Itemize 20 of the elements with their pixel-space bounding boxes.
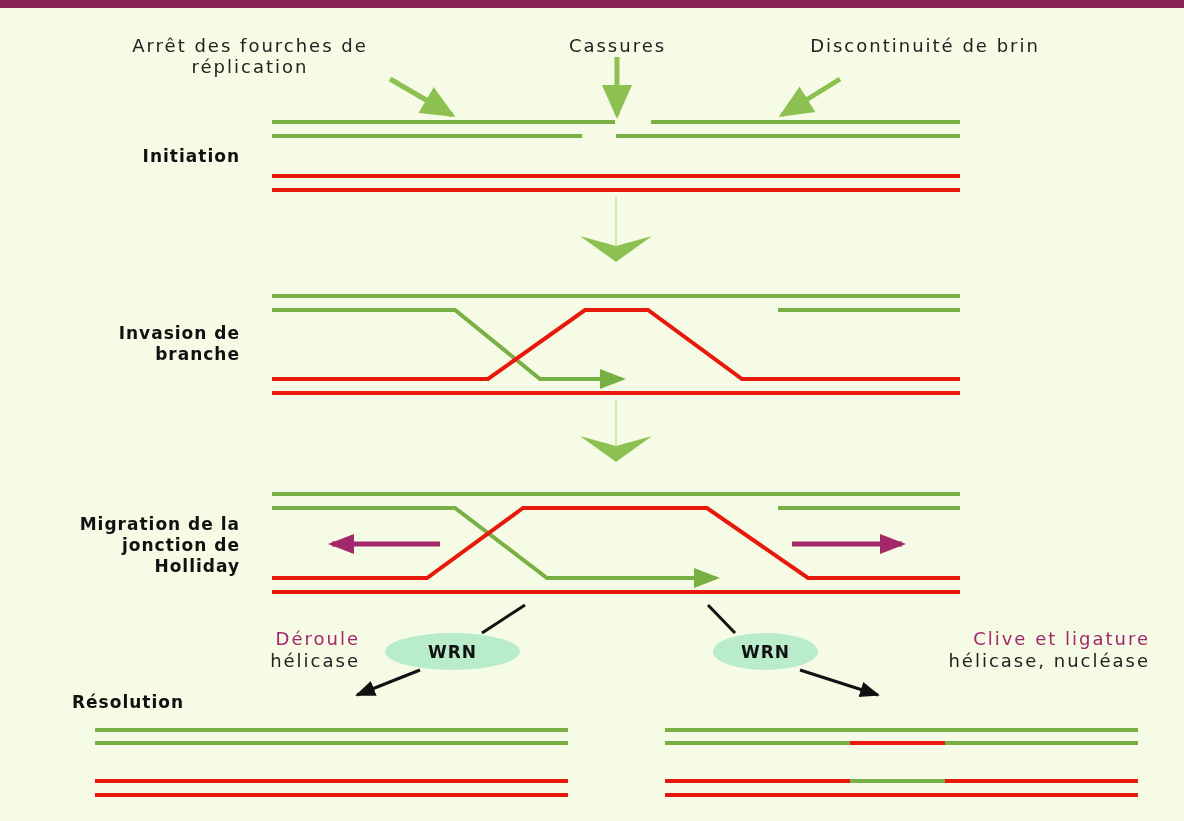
wedge-arrow xyxy=(388,76,456,118)
action-label: Déroule xyxy=(274,628,360,649)
action-label: Clive et ligature xyxy=(972,628,1150,649)
arrow xyxy=(355,668,421,697)
activity-label: hélicase xyxy=(269,650,360,671)
stage-label: Invasion de branche xyxy=(117,323,240,365)
protein-name: WRN xyxy=(740,641,791,662)
wedge-arrow xyxy=(602,57,632,119)
arrow xyxy=(799,668,880,698)
cause-label: Arrêt des fourches de réplication xyxy=(90,35,410,79)
cause-label: Cassures xyxy=(535,35,700,57)
protein-name: WRN xyxy=(427,641,478,662)
stage-label: Initiation xyxy=(141,146,240,167)
stage-label: Migration de la jonction de Holliday xyxy=(78,514,240,577)
activity-label: hélicase, nucléase xyxy=(947,650,1150,671)
wedge-arrow xyxy=(778,76,842,118)
chevron-arrow xyxy=(580,399,652,463)
chevron-arrow xyxy=(580,196,652,263)
cause-label: Discontinuité de brin xyxy=(810,35,1040,79)
stage-label: Résolution xyxy=(72,692,185,713)
